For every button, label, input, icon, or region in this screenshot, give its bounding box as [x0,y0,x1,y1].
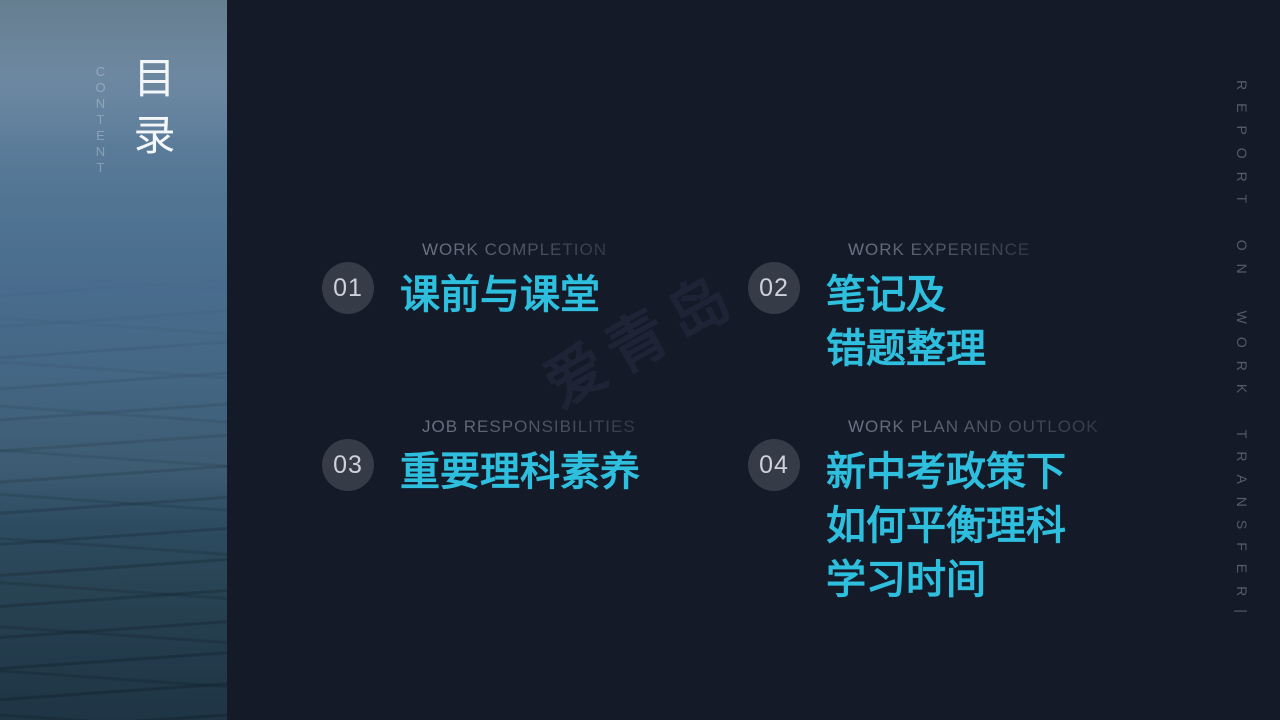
item-title: 新中考政策下 如何平衡理科 学习时间 [826,450,1066,602]
item-category-label: WORK COMPLETION [422,240,608,259]
item-number: 03 [333,450,363,479]
item-text-block: JOB RESPONSIBILITIES 重要理科素养 [400,417,640,499]
toc-item-03[interactable]: 03 JOB RESPONSIBILITIES 重要理科素养 [322,417,640,499]
toc-title-vertical: 目录 [128,56,175,170]
item-number: 01 [333,273,363,302]
item-number: 04 [759,450,789,479]
toc-item-01[interactable]: 01 WORK COMPLETION 课前与课堂 [322,240,607,322]
item-number-badge: 03 [322,439,374,491]
cover-photo-panel: CONTENT 目录 [0,0,227,720]
item-number-badge: 02 [748,262,800,314]
item-number-badge: 04 [748,439,800,491]
toc-item-02[interactable]: 02 WORK EXPERIENCE 笔记及 错题整理 [748,240,1030,376]
item-title: 笔记及 错题整理 [826,273,986,371]
toc-subtitle-vertical: CONTENT [93,64,108,176]
item-number-badge: 01 [322,262,374,314]
side-caption-vertical: REPORT ON WORK TRANSFER| [1234,80,1250,626]
item-text-block: WORK COMPLETION 课前与课堂 [400,240,607,322]
item-category-label: WORK PLAN AND OUTLOOK [848,417,1099,436]
toc-item-04[interactable]: 04 WORK PLAN AND OUTLOOK 新中考政策下 如何平衡理科 学… [748,417,1099,607]
item-title: 课前与课堂 [400,273,600,317]
item-title: 重要理科素养 [400,450,640,494]
item-category-label: WORK EXPERIENCE [848,240,1031,259]
item-text-block: WORK EXPERIENCE 笔记及 错题整理 [826,240,1030,376]
item-text-block: WORK PLAN AND OUTLOOK 新中考政策下 如何平衡理科 学习时间 [826,417,1099,607]
item-category-label: JOB RESPONSIBILITIES [422,417,640,437]
item-number: 02 [759,273,789,302]
